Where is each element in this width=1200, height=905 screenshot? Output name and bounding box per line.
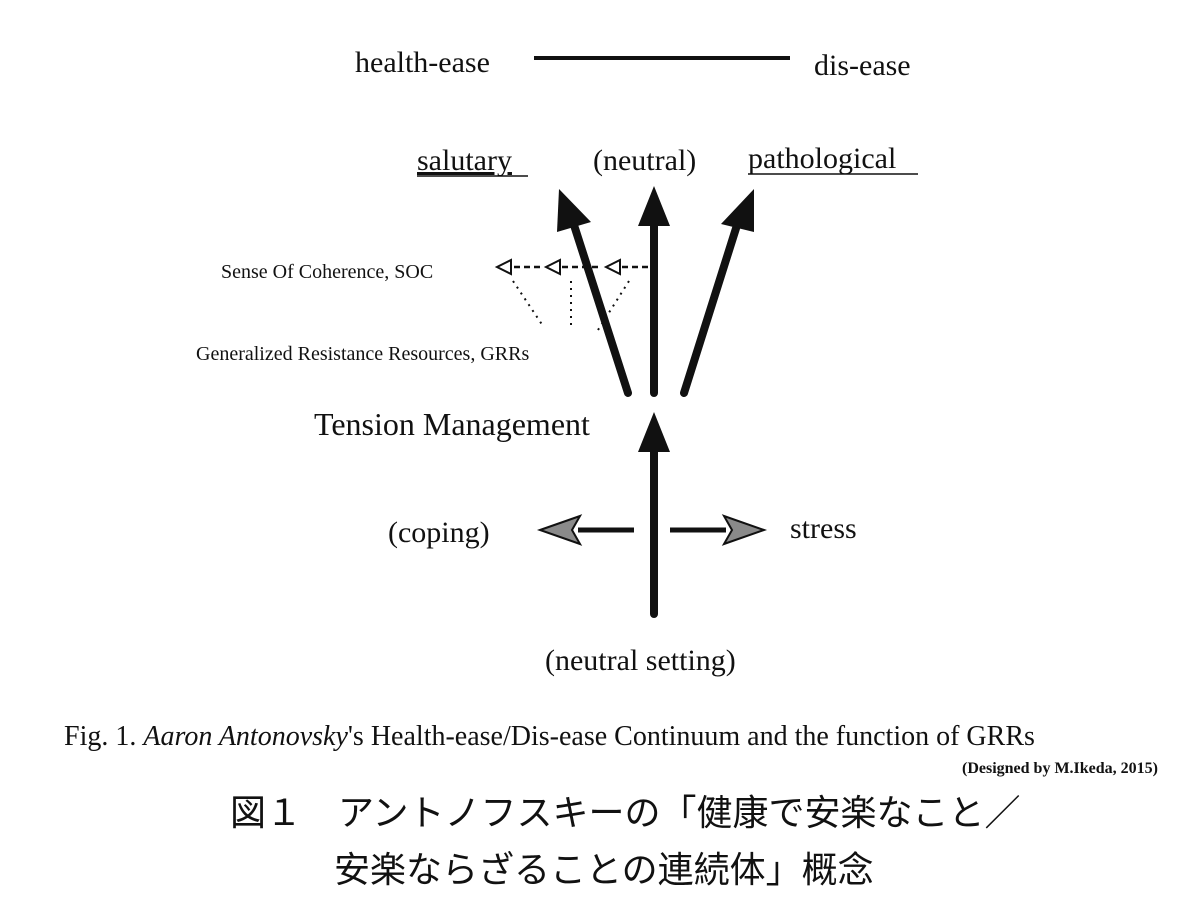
soc-label: Sense Of Coherence, SOC	[221, 261, 433, 283]
grr-label: Generalized Resistance Resources, GRRs	[196, 343, 529, 365]
soc-arrows	[494, 258, 648, 276]
caption-credit: (Designed by M.Ikeda, 2015)	[962, 760, 1158, 777]
caption-prefix: Fig. 1.	[64, 721, 143, 752]
pathological-arrow	[680, 189, 754, 397]
stress-label: stress	[790, 512, 857, 545]
neutral-setting-label: (neutral setting)	[545, 644, 736, 677]
neutral-label: (neutral)	[593, 144, 696, 177]
dis-ease-label: dis-ease	[814, 49, 911, 82]
stress-arrow	[670, 514, 768, 546]
japanese-caption-line-1: 図１ アントノフスキーの「健康で安楽なこと／	[230, 793, 1021, 834]
salutary-label: salutary	[417, 144, 512, 177]
figure-caption: Fig. 1. Aaron Antonovsky's Health-ease/D…	[64, 721, 1035, 752]
coping-arrow	[536, 514, 634, 546]
caption-author: Aaron Antonovsky	[141, 721, 348, 752]
grr-connectors	[512, 280, 630, 331]
coping-label: (coping)	[388, 516, 490, 549]
tension-management-label: Tension Management	[314, 406, 590, 442]
pathological-label: pathological	[748, 142, 896, 175]
health-ease-label: health-ease	[355, 46, 490, 79]
caption-suffix: 's Health-ease/Dis-ease Continuum and th…	[348, 721, 1035, 752]
japanese-caption-line-2: 安楽ならざることの連続体」概念	[334, 850, 874, 891]
neutral-arrow	[638, 186, 670, 397]
salutary-arrow	[557, 189, 632, 397]
neutral-setting-arrow	[638, 412, 670, 618]
